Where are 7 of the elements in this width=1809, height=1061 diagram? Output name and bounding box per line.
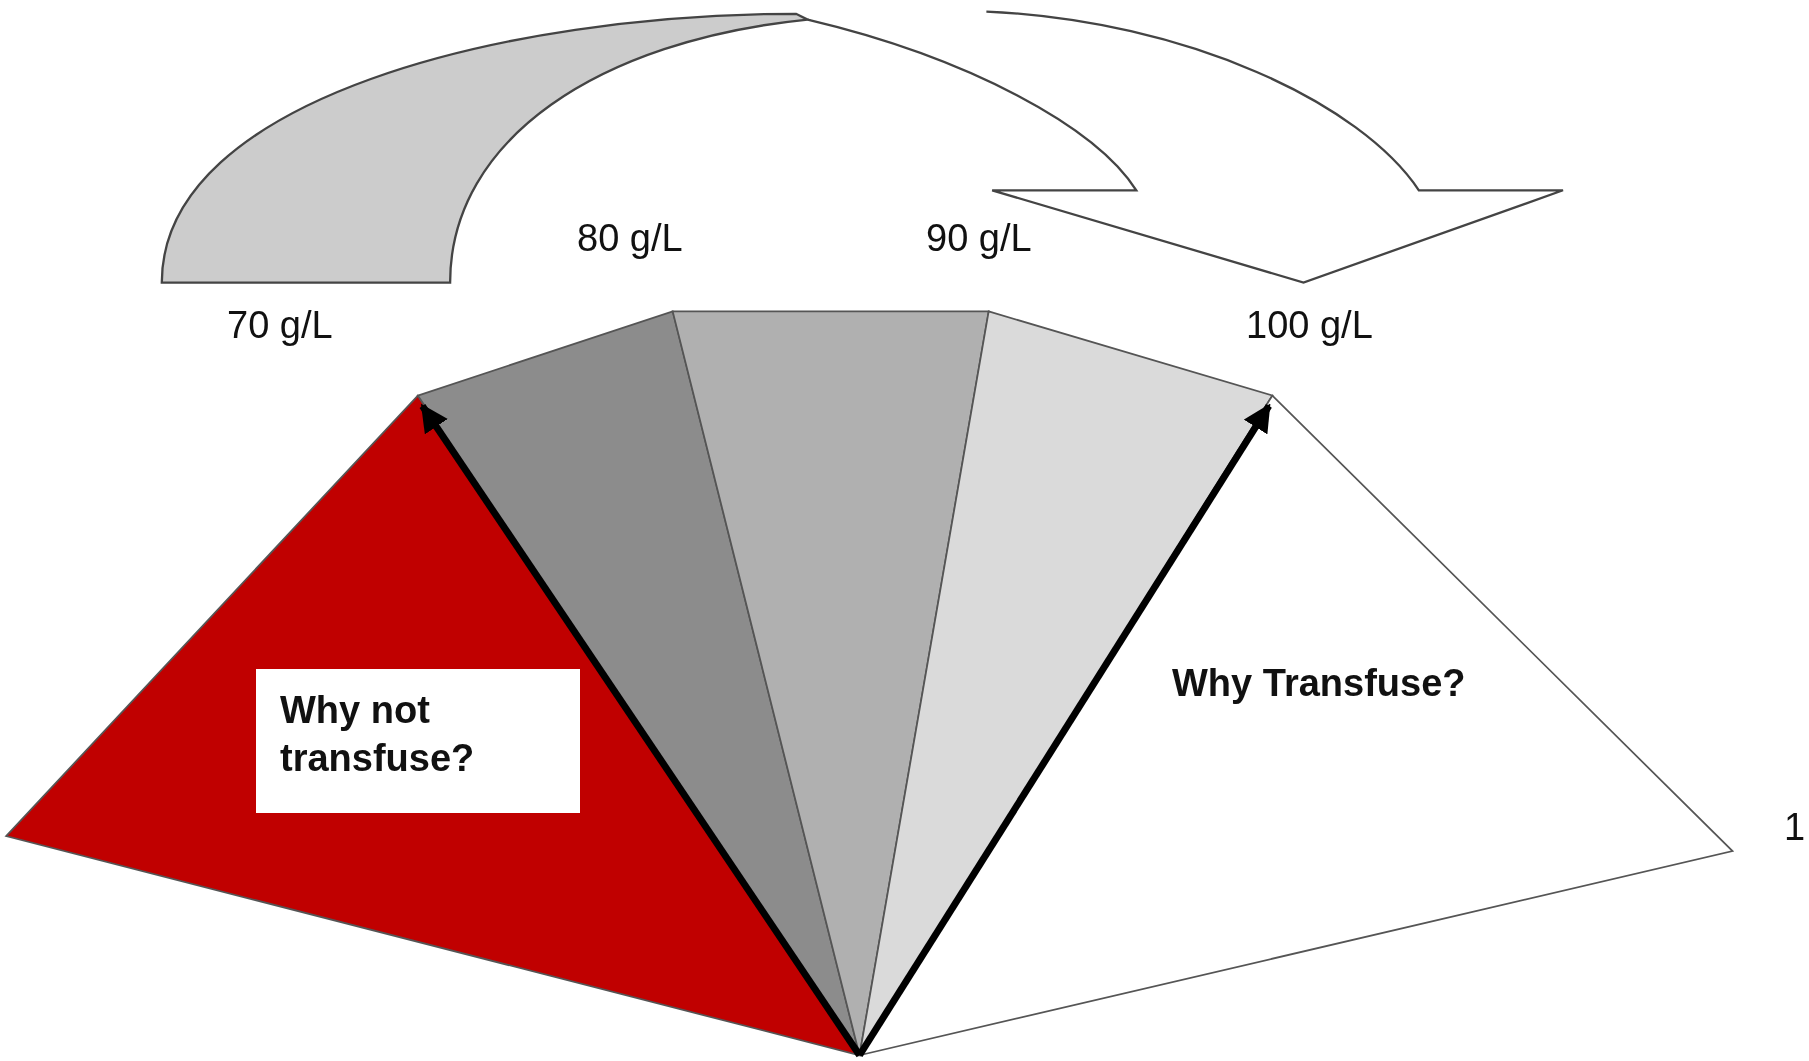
value-label: 80 g/L <box>577 219 683 257</box>
cut-off-text: 1 <box>1784 808 1806 846</box>
value-label: 100 g/L <box>1246 306 1373 344</box>
text-box: Why not transfuse? <box>256 669 580 813</box>
value-label: 90 g/L <box>926 219 1032 257</box>
value-label: 70 g/L <box>227 306 333 344</box>
question-text: Why Transfuse? <box>1172 660 1502 770</box>
